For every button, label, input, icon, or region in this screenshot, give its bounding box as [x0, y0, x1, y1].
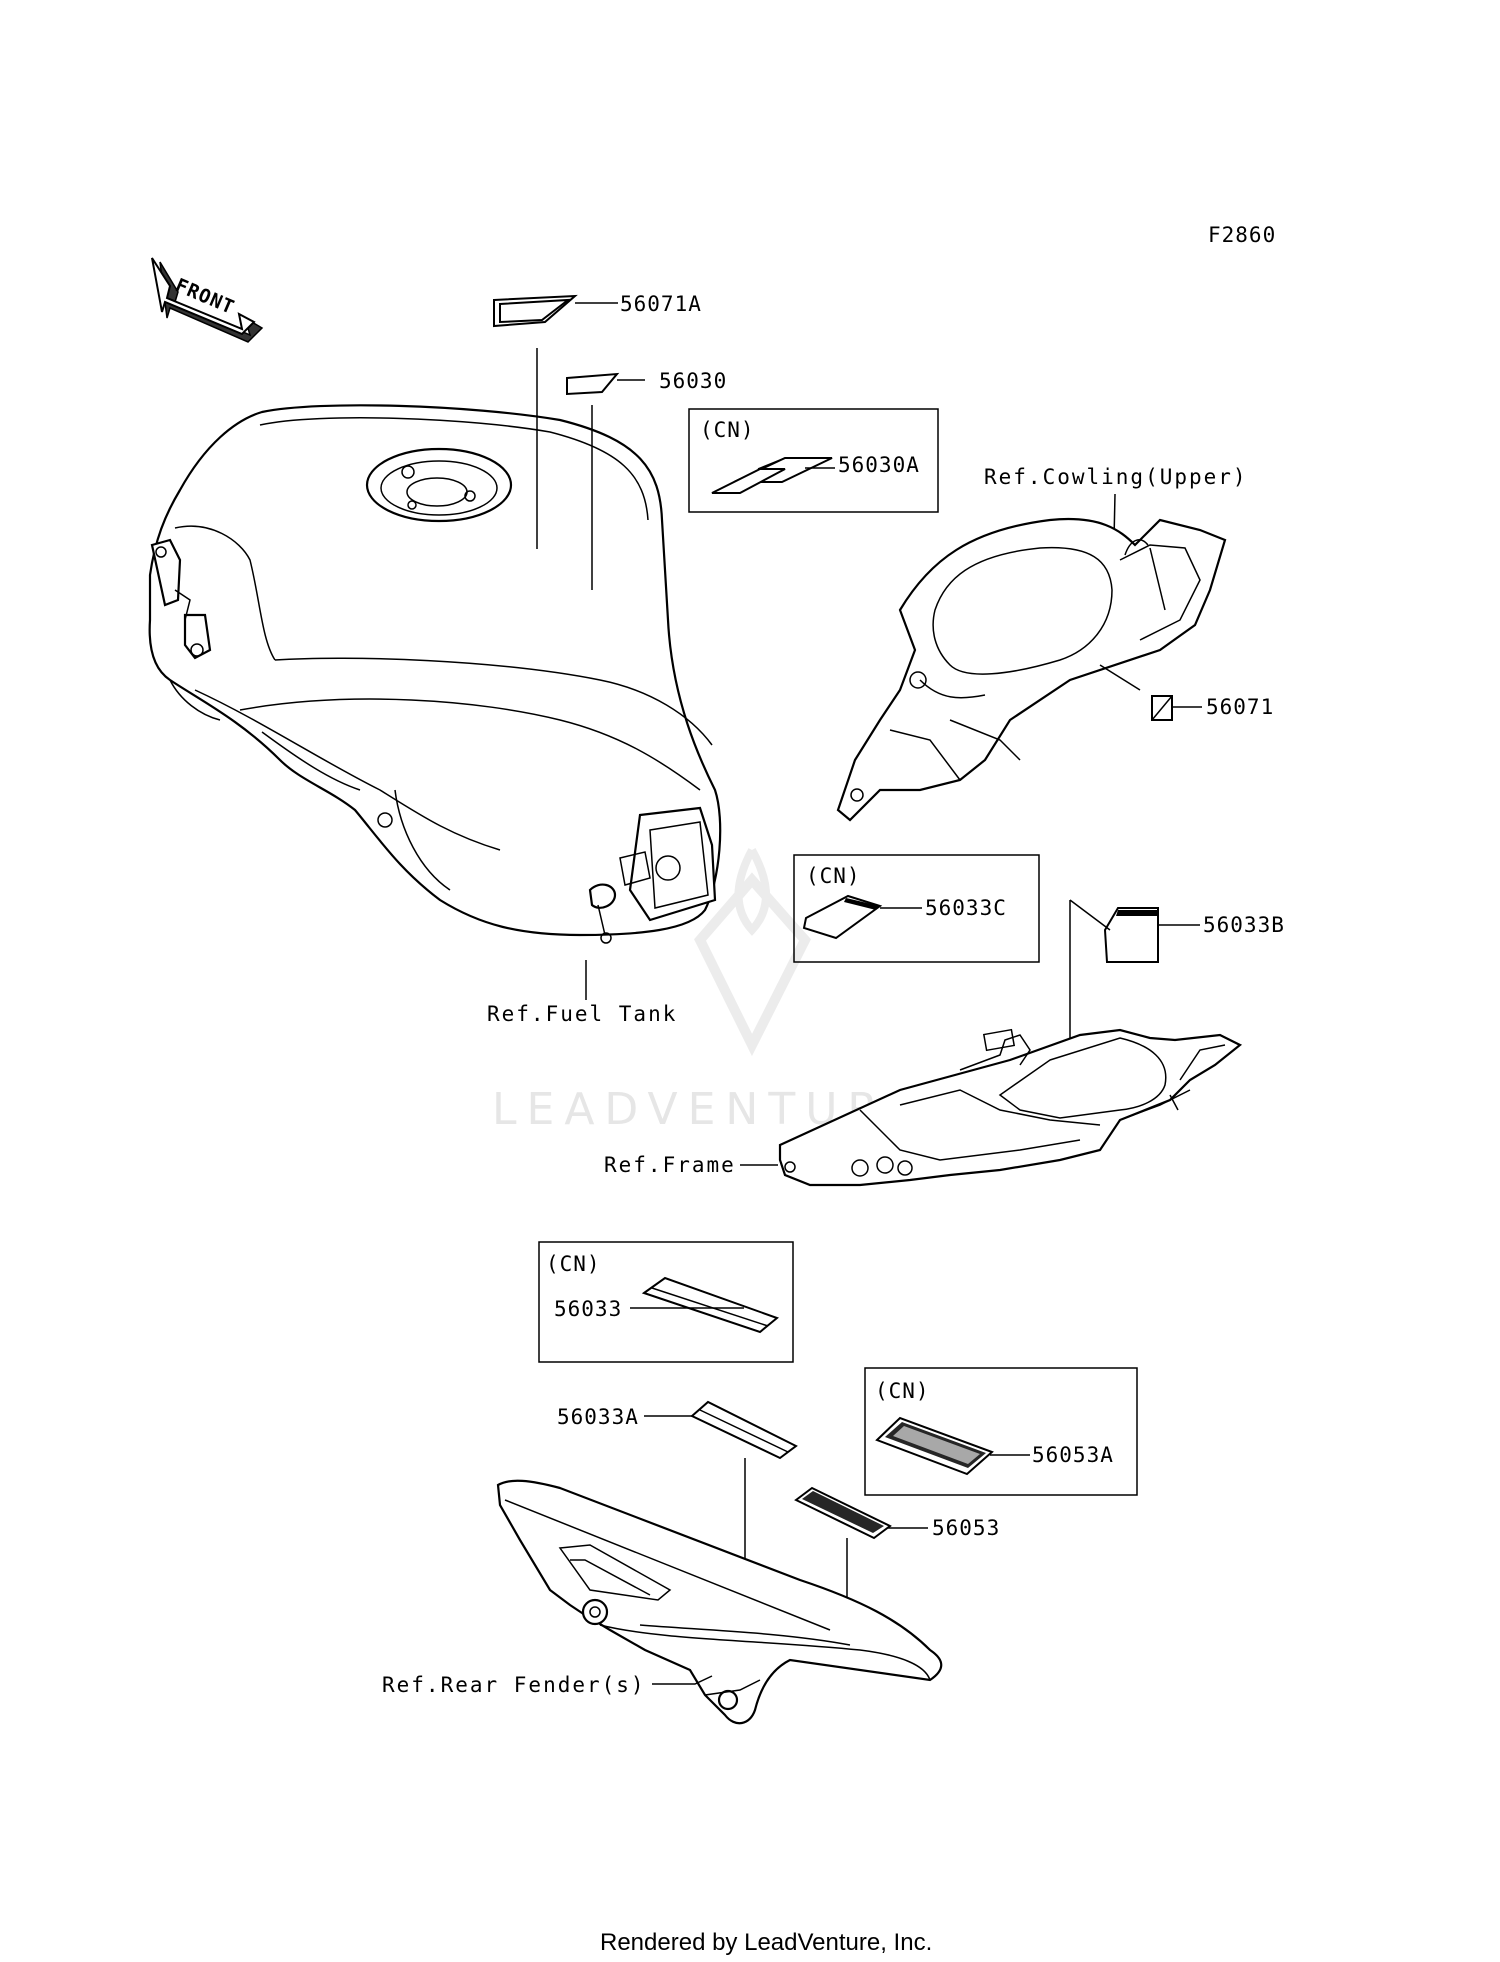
cn-label: (CN)	[546, 1252, 601, 1276]
footer-credit: Rendered by LeadVenture, Inc.	[600, 1929, 932, 1956]
part-label-56071A[interactable]: 56071A	[620, 292, 702, 316]
part-label-56053[interactable]: 56053	[932, 1516, 1000, 1540]
decal-56071-shape	[1151, 695, 1202, 721]
cn-box-56033: (CN)	[538, 1241, 794, 1363]
decal-56030-shape	[566, 372, 645, 590]
ref-cowling-upper: Ref.Cowling(Upper)	[984, 465, 1248, 489]
ref-fuel-tank: Ref.Fuel Tank	[487, 1002, 677, 1026]
diagram-code: F2860	[1208, 223, 1276, 247]
part-label-56030[interactable]: 56030	[659, 369, 727, 393]
part-label-56033[interactable]: 56033	[554, 1297, 622, 1321]
cn-label: (CN)	[700, 418, 755, 442]
cn-box-56033C: (CN)	[793, 854, 1040, 963]
front-arrow: FRONT	[151, 257, 264, 343]
ref-frame: Ref.Frame	[604, 1153, 736, 1177]
decal-56033A-shape	[644, 1400, 798, 1580]
cn-label: (CN)	[875, 1379, 930, 1403]
decal-56071A-shape	[493, 294, 618, 549]
part-label-56071[interactable]: 56071	[1206, 695, 1274, 719]
cn-label: (CN)	[806, 864, 861, 888]
part-label-56033C[interactable]: 56033C	[925, 896, 1007, 920]
cowling-upper	[836, 517, 1227, 822]
cn-box-56030A: (CN)	[688, 408, 939, 513]
fuel-tank	[148, 404, 722, 944]
part-label-56033A[interactable]: 56033A	[557, 1405, 639, 1429]
part-label-56033B[interactable]: 56033B	[1203, 913, 1285, 937]
ref-rear-fender: Ref.Rear Fender(s)	[382, 1673, 646, 1697]
decal-56053-shape	[794, 1486, 928, 1623]
part-label-56030A[interactable]: 56030A	[838, 453, 920, 477]
frame	[778, 1028, 1243, 1187]
rear-fender	[496, 1479, 943, 1725]
cn-box-56053A: (CN)	[864, 1367, 1138, 1496]
part-label-56053A[interactable]: 56053A	[1032, 1443, 1114, 1467]
